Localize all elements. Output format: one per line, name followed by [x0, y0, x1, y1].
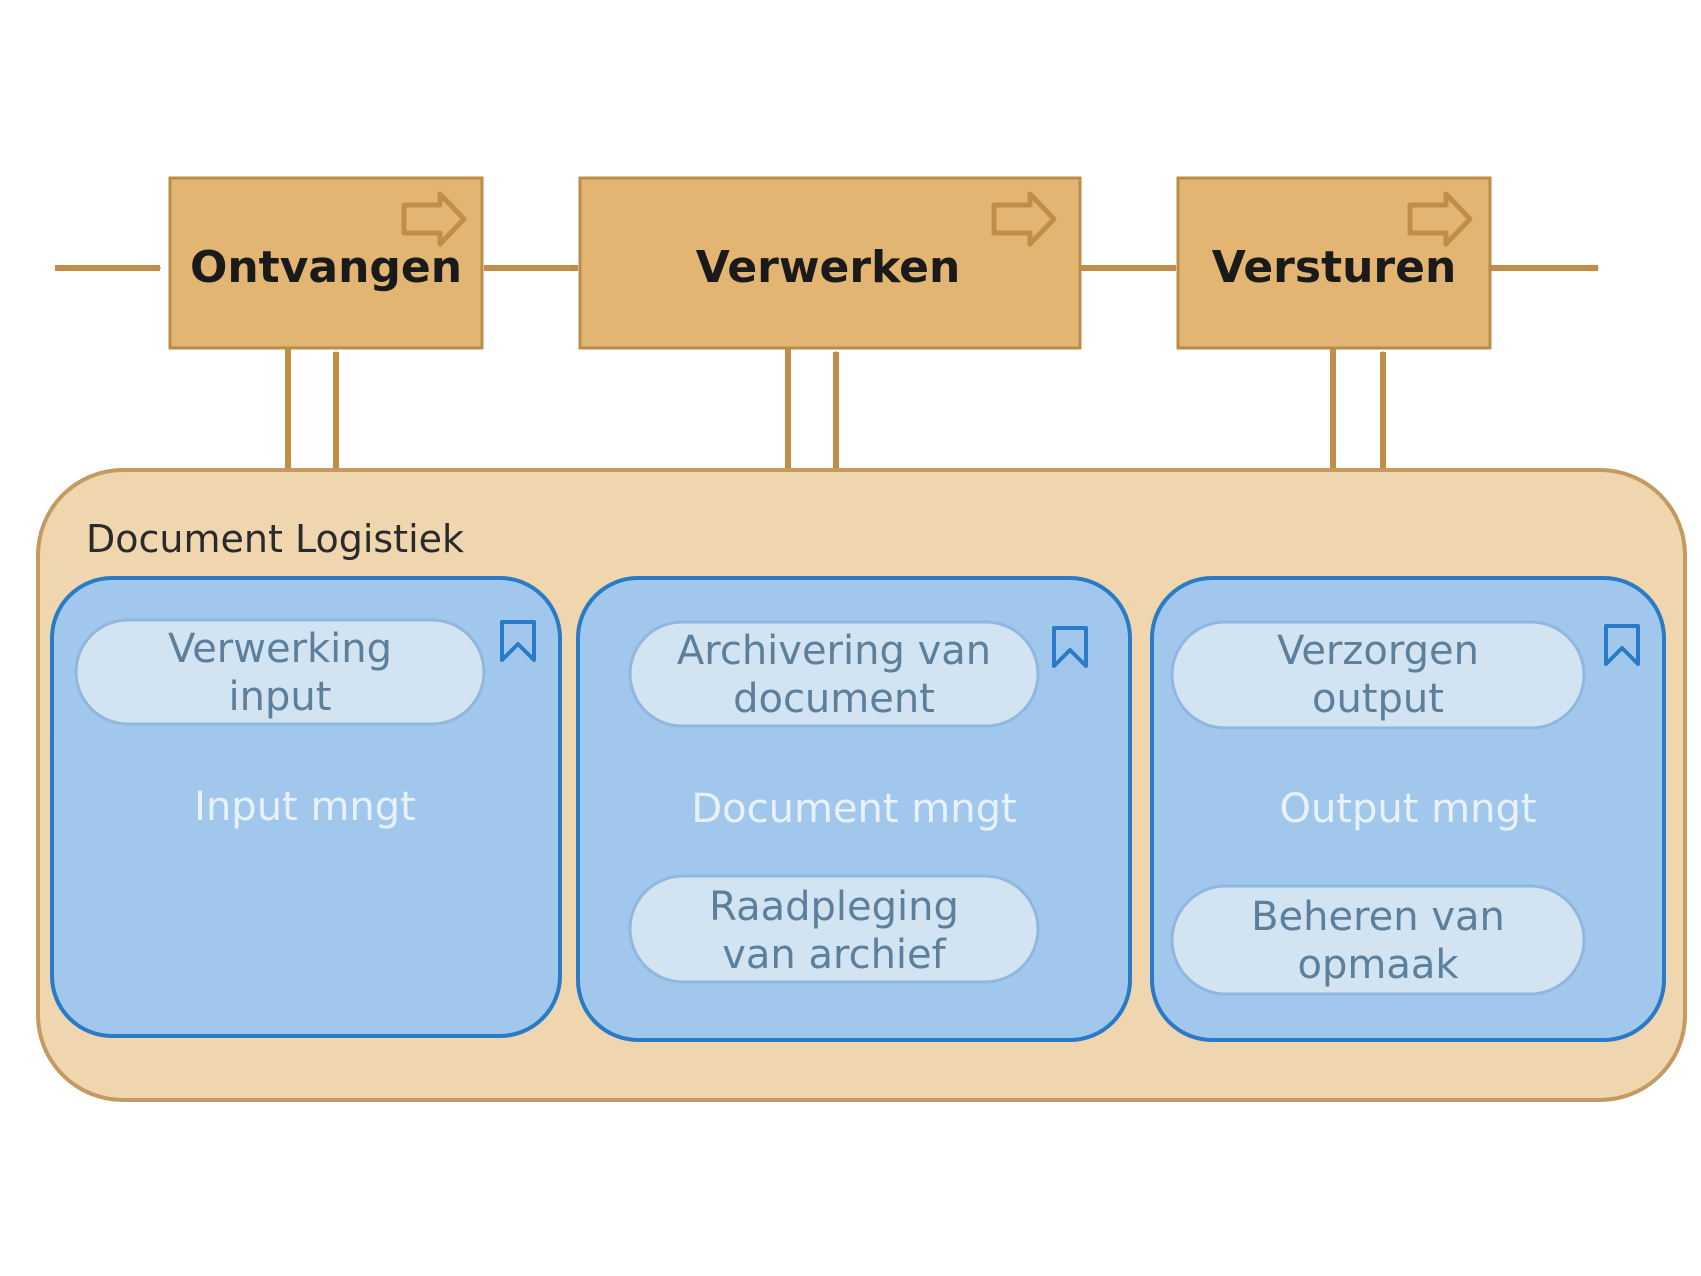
- function-pill: [74, 618, 486, 726]
- process-arrow-icon: [991, 191, 1057, 247]
- service-document-mngt: Archivering van document Document mngt R…: [576, 576, 1132, 1042]
- function-pill: [628, 620, 1040, 728]
- service-label: Document mngt: [691, 786, 1016, 832]
- function-label-line1: Verwerking: [168, 626, 392, 672]
- function-label-line1: Beheren van: [1251, 894, 1505, 940]
- process-label: Verwerken: [696, 242, 961, 293]
- function-label-line2: document: [733, 676, 935, 722]
- process-arrow-icon: [1407, 191, 1473, 247]
- process-ontvangen: Ontvangen: [168, 176, 484, 350]
- process-verwerken: Verwerken: [578, 176, 1082, 350]
- function-pill: [1170, 884, 1586, 996]
- function-label-line2: opmaak: [1297, 942, 1459, 988]
- function-label-line1: Verzorgen: [1277, 628, 1479, 674]
- function-label-line2: output: [1312, 676, 1444, 722]
- function-pill: [1170, 620, 1586, 730]
- function-label-line2: input: [229, 674, 332, 720]
- function-label-line1: Raadpleging: [709, 884, 959, 930]
- service-input-mngt: Verwerking input Input mngt: [50, 576, 562, 1038]
- process-versturen: Versturen: [1176, 176, 1492, 350]
- service-bookmark-icon: [500, 620, 536, 662]
- process-label: Versturen: [1212, 242, 1457, 293]
- service-output-mngt: Verzorgen output Output mngt Beheren van…: [1150, 576, 1666, 1042]
- service-label: Input mngt: [194, 784, 416, 830]
- function-label-line1: Archivering van: [677, 628, 991, 674]
- process-label: Ontvangen: [190, 242, 462, 293]
- function-label-line2: van archief: [722, 932, 946, 978]
- process-connectors: [284, 348, 1387, 470]
- process-arrow-icon: [401, 191, 467, 247]
- function-pill: [628, 874, 1040, 984]
- logistics-title: Document Logistiek: [86, 517, 464, 561]
- service-bookmark-icon: [1604, 624, 1640, 666]
- service-bookmark-icon: [1052, 626, 1088, 668]
- service-label: Output mngt: [1279, 786, 1536, 832]
